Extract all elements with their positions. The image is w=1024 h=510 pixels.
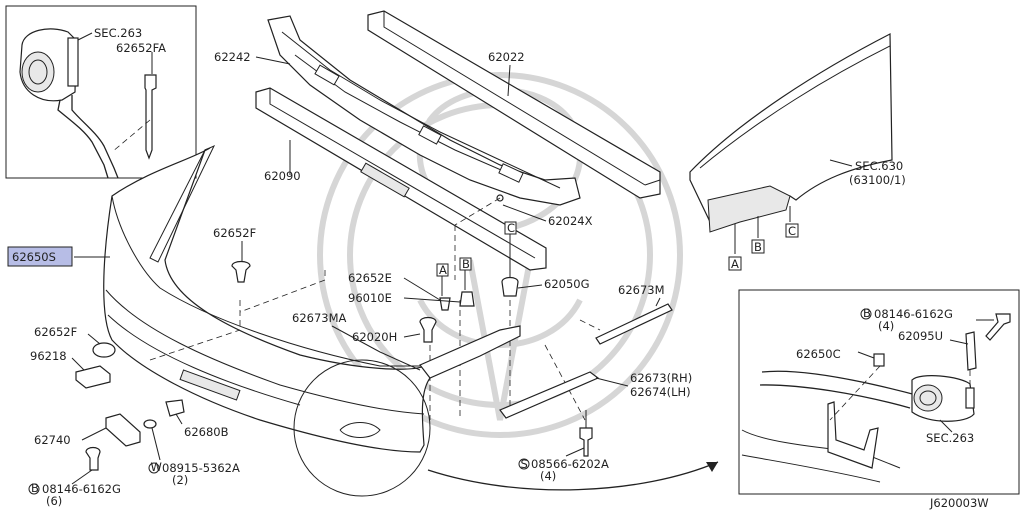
ref-box-a-fender: [728, 256, 742, 271]
ref-c-fender: C: [788, 224, 796, 238]
inset-horn-box: [5, 5, 197, 179]
label-sec630: SEC.630: [855, 159, 903, 173]
label-62740: 62740: [34, 433, 71, 447]
label-08146-right: 08146-6162G: [874, 307, 953, 321]
part-62650C-clip[interactable]: [873, 353, 885, 367]
label-sec263-top: SEC.263: [94, 26, 142, 40]
label-62650C: 62650C: [796, 347, 841, 361]
part-screw-08566[interactable]: [579, 427, 593, 457]
part-62095U-bracket[interactable]: [965, 331, 977, 371]
label-62680B: 62680B: [184, 425, 229, 439]
label-62652F-left: 62652F: [34, 325, 77, 339]
zoom-circle: [293, 359, 431, 497]
label-sec263-right: SEC.263: [926, 431, 974, 445]
symbol-bolt-left: B: [31, 481, 39, 495]
label-sec630-sub: (63100/1): [849, 173, 906, 187]
label-62652F-top: 62652F: [213, 226, 256, 240]
ref-a-fender: A: [731, 257, 739, 271]
part-62050G-clip[interactable]: [501, 276, 519, 297]
label-08566: 08566-6202A: [531, 457, 609, 471]
label-08915-qty: (2): [172, 473, 188, 487]
part-62652F-cap[interactable]: [92, 342, 116, 358]
ref-c-mid: C: [507, 221, 515, 235]
ref-b-mid: B: [462, 257, 470, 271]
ref-b-fender: B: [754, 240, 762, 254]
part-62020H-clip[interactable]: [419, 316, 437, 343]
part-fender-liner[interactable]: [707, 185, 791, 233]
part-62652E-clip[interactable]: [439, 297, 451, 311]
part-62242-core-support[interactable]: [267, 15, 581, 206]
label-62090: 62090: [264, 169, 301, 183]
highlight-62650S[interactable]: [7, 246, 73, 267]
label-96010E: 96010E: [348, 291, 392, 305]
symbol-washer: W: [151, 460, 162, 474]
cable-tie-part[interactable]: [144, 74, 157, 160]
label-62673MA: 62673MA: [292, 311, 347, 325]
part-62740-bracket[interactable]: [105, 413, 141, 447]
part-washer-08915[interactable]: [143, 419, 157, 429]
diagram-code: J620003W: [929, 496, 989, 510]
part-62673-62674-bracket[interactable]: [499, 371, 600, 419]
inset-fog-lamp-box: [738, 289, 1020, 495]
label-62674LH: 62674(LH): [630, 385, 691, 399]
ref-box-b-fender: [751, 239, 765, 254]
symbol-screw: S: [521, 457, 528, 471]
label-62095U: 62095U: [898, 329, 943, 343]
label-62024X: 62024X: [548, 214, 593, 228]
label-62652FA: 62652FA: [116, 41, 166, 55]
part-96218-bracket[interactable]: [75, 365, 111, 389]
part-bolt-08146-left[interactable]: [85, 446, 101, 471]
label-08566-qty: (4): [540, 469, 556, 483]
part-bolt-08146-right[interactable]: [985, 313, 1011, 341]
ref-box-c-fender: [785, 223, 799, 238]
zoom-arrow: [427, 461, 719, 491]
label-62673M: 62673M: [618, 283, 665, 297]
symbol-bolt-right: B: [863, 306, 871, 320]
label-08146-left-qty: (6): [46, 494, 62, 508]
label-62020H: 62020H: [352, 330, 397, 344]
part-96010E-clip[interactable]: [459, 291, 475, 307]
label-08915: 08915-5362A: [162, 461, 240, 475]
label-62650S: 62650S: [12, 250, 56, 264]
label-62022: 62022: [488, 50, 525, 64]
label-62673RH: 62673(RH): [630, 371, 692, 385]
part-62652F-clip[interactable]: [231, 260, 251, 283]
ref-a-mid: A: [439, 263, 447, 277]
part-62673M-molding[interactable]: [595, 303, 673, 345]
label-62050G: 62050G: [544, 277, 590, 291]
part-62673MA-bracket[interactable]: [419, 325, 521, 379]
label-62242: 62242: [214, 50, 251, 64]
label-62652E: 62652E: [348, 271, 392, 285]
label-08146-right-qty: (4): [878, 319, 894, 333]
label-96218: 96218: [30, 349, 67, 363]
label-08146-left: 08146-6162G: [42, 482, 121, 496]
part-62680B-clip[interactable]: [165, 399, 185, 417]
part-fog-lamp-bracket[interactable]: [827, 401, 879, 469]
